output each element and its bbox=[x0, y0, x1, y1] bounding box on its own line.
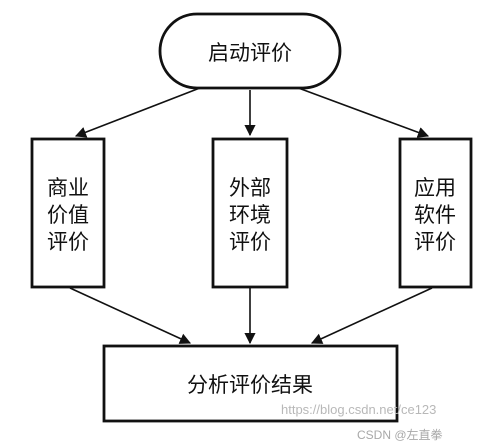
watermark-credit: CSDN @左直拳 bbox=[357, 428, 443, 442]
business-value-node-shape bbox=[30, 137, 106, 289]
start-node-shape bbox=[158, 12, 342, 90]
result-node-label: 分析评价结果 bbox=[187, 373, 313, 397]
application-software-line-1: 应用 bbox=[414, 176, 456, 200]
external-environment-line-1: 外部 bbox=[229, 176, 271, 200]
external-environment-node-shape bbox=[211, 137, 289, 289]
business-value-line-2: 价值 bbox=[47, 203, 89, 227]
application-software-node: 应用 软件 评价 bbox=[398, 137, 473, 289]
start-node: 启动评价 bbox=[158, 12, 342, 90]
result-node: 分析评价结果 bbox=[102, 344, 399, 423]
arrow-start-to-business bbox=[74, 85, 206, 138]
application-software-node-shape bbox=[398, 137, 473, 289]
external-environment-line-3: 评价 bbox=[229, 230, 271, 254]
application-software-line-3: 评价 bbox=[414, 230, 456, 254]
arrow-software-to-result bbox=[310, 287, 433, 344]
business-value-node: 商业 价值 评价 bbox=[30, 137, 106, 289]
start-node-label: 启动评价 bbox=[208, 41, 292, 65]
result-node-shape bbox=[102, 344, 399, 423]
external-environment-node: 外部 环境 评价 bbox=[211, 137, 289, 289]
watermark-url: https://blog.csdn.net/ce123 bbox=[281, 402, 437, 417]
arrow-start-to-software bbox=[292, 85, 430, 138]
business-value-line-3: 评价 bbox=[47, 230, 89, 254]
application-software-line-2: 软件 bbox=[414, 203, 456, 227]
external-environment-line-2: 环境 bbox=[229, 203, 271, 227]
arrow-business-to-result bbox=[69, 287, 192, 344]
business-value-line-1: 商业 bbox=[47, 176, 89, 200]
